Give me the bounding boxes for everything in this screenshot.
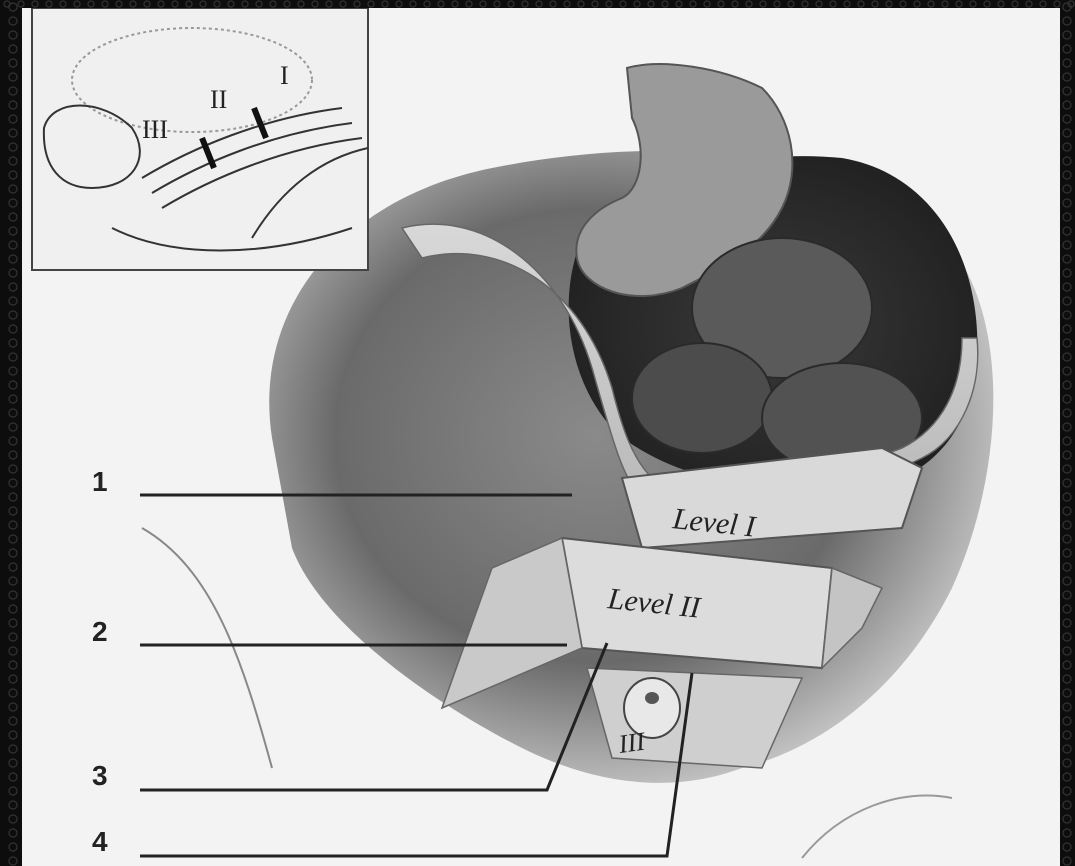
inset-diagram: I II III (32, 8, 368, 270)
bowel-loop (632, 343, 772, 453)
frame-border-right (1060, 0, 1074, 866)
frame-border-top (0, 0, 1075, 8)
inset-label-II: II (210, 85, 227, 114)
thigh-contour (802, 796, 952, 859)
inset-label-I: I (280, 61, 289, 90)
callout-number-2: 2 (92, 616, 108, 648)
inset-label-III: III (142, 115, 168, 144)
level-3-label: III (616, 726, 648, 759)
thigh-contour (142, 528, 272, 768)
callout-number-3: 3 (92, 760, 108, 792)
callout-number-1: 1 (92, 466, 108, 498)
frame-border-left (6, 0, 20, 866)
callout-number-4: 4 (92, 826, 108, 858)
anatomy-illustration: Level I Level II III I II (22, 8, 1060, 866)
illustration-canvas: Level I Level II III I II (22, 8, 1060, 866)
urethral-orifice (645, 692, 659, 704)
